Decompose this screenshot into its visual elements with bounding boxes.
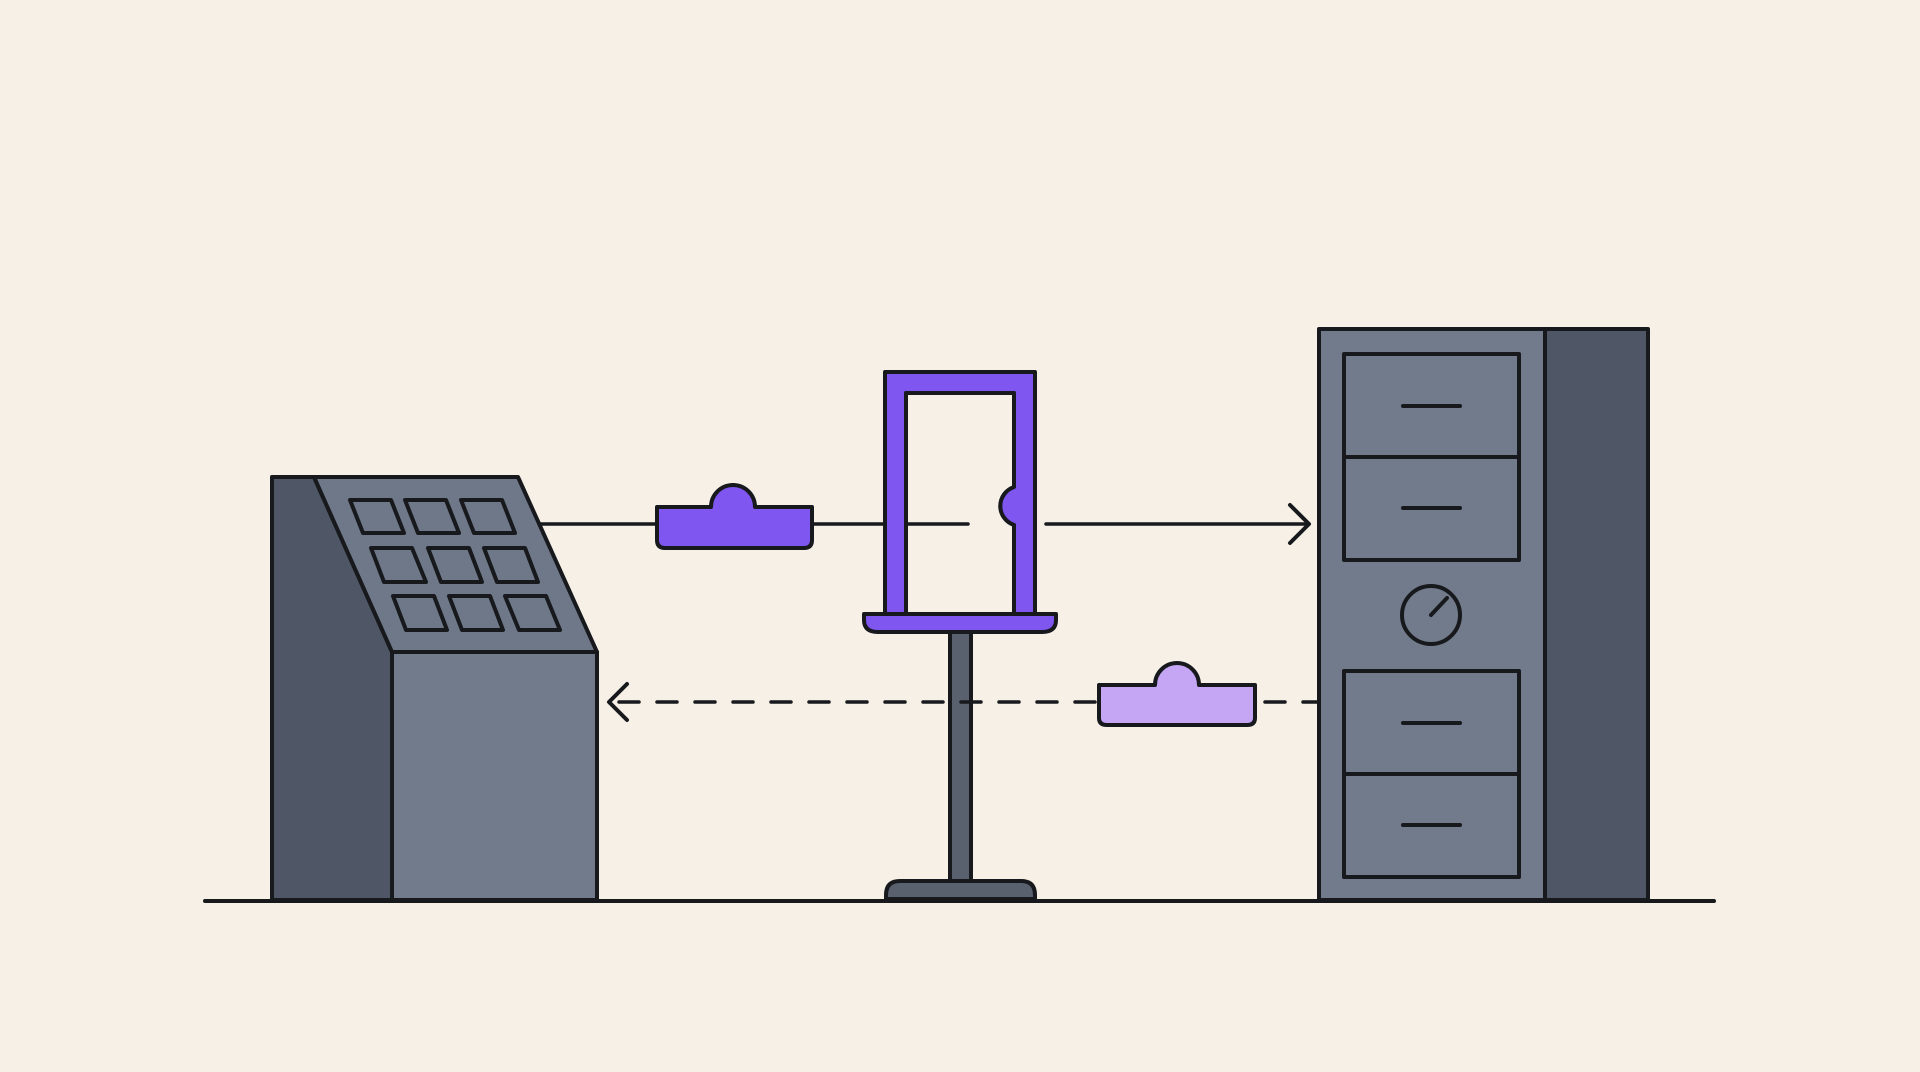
cabinet-side-panel bbox=[1543, 327, 1650, 902]
key-icon bbox=[459, 498, 517, 535]
stand-base bbox=[884, 879, 1037, 901]
arrowhead-right-icon bbox=[1288, 503, 1311, 545]
key-icon bbox=[426, 546, 484, 584]
keypad-keys bbox=[348, 498, 562, 632]
server-cabinet bbox=[1317, 327, 1650, 902]
stand-pole bbox=[948, 626, 973, 886]
key-icon bbox=[369, 546, 428, 584]
key-icon bbox=[482, 546, 540, 584]
key-icon bbox=[503, 594, 562, 632]
key-icon bbox=[348, 498, 406, 535]
door-platform bbox=[862, 612, 1058, 634]
response-flow bbox=[607, 661, 1320, 727]
terminal-front-panel bbox=[390, 650, 599, 902]
key-icon bbox=[447, 594, 505, 632]
keypad-terminal bbox=[270, 475, 599, 902]
door-opening bbox=[904, 391, 1016, 616]
arrowhead-left-icon bbox=[607, 682, 629, 722]
key-icon bbox=[403, 498, 461, 535]
key-icon bbox=[391, 594, 449, 632]
dial-needle bbox=[1429, 596, 1449, 617]
purple-key-token bbox=[655, 483, 814, 550]
light-purple-key-token bbox=[1097, 661, 1257, 727]
gateway-door bbox=[862, 370, 1058, 901]
